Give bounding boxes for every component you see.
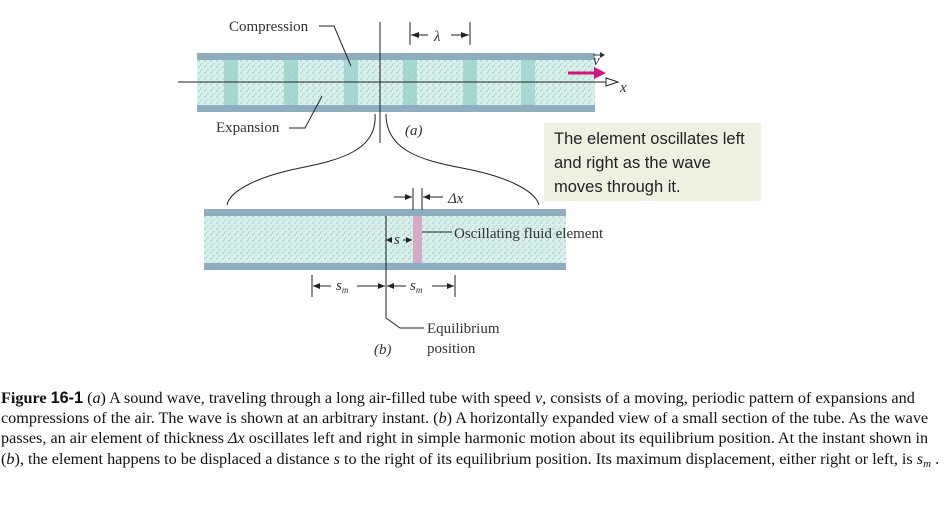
tube-a-top-wall — [197, 53, 595, 60]
amplitude-marker — [311, 275, 456, 297]
tube-b-bottom-wall — [204, 263, 566, 270]
compression-label: Compression — [229, 19, 309, 35]
x-axis-label: x — [619, 80, 627, 96]
expansion-label: Expansion — [216, 120, 280, 136]
displacement-marker — [386, 237, 412, 243]
equilibrium-label-1: Equilibrium — [427, 321, 500, 337]
zoom-curve-right — [385, 113, 540, 206]
oscillating-label: Oscillating fluid element — [454, 226, 604, 242]
tube-a-bottom-wall — [197, 105, 595, 112]
velocity-arrow: v — [568, 52, 606, 79]
figure-caption: Figure 16-1 (a) A sound wave, traveling … — [1, 389, 940, 470]
expansion-leader — [289, 95, 323, 129]
zoom-curve-left — [226, 113, 376, 206]
explanation-note: The element oscillates left and right as… — [544, 123, 761, 201]
displacement-label: s — [394, 232, 400, 248]
oscillating-element — [413, 216, 422, 263]
equilibrium-leader — [385, 317, 424, 329]
part-a-label: (a) — [405, 123, 423, 139]
explanation-note-text: The element oscillates left and right as… — [554, 130, 745, 196]
wavelength-marker — [409, 22, 471, 45]
compression-leader — [319, 25, 352, 67]
part-b-label: (b) — [374, 342, 392, 358]
wavelength-label: λ — [433, 29, 441, 45]
x-axis-arrowhead — [605, 77, 620, 87]
delta-x-label: Δx — [447, 191, 464, 207]
tube-b-top-wall — [204, 209, 566, 216]
equilibrium-label-2: position — [427, 341, 476, 357]
tube-b — [204, 209, 566, 270]
amplitude-label-left: sm — [336, 278, 349, 295]
caption-figure-label: Figure 16-1 — [1, 389, 84, 407]
amplitude-label-right: sm — [410, 278, 423, 295]
wave-figure: x v λ Compression Expansion (a) — [178, 19, 627, 358]
velocity-label: v — [593, 53, 600, 69]
delta-x-marker — [394, 188, 443, 210]
